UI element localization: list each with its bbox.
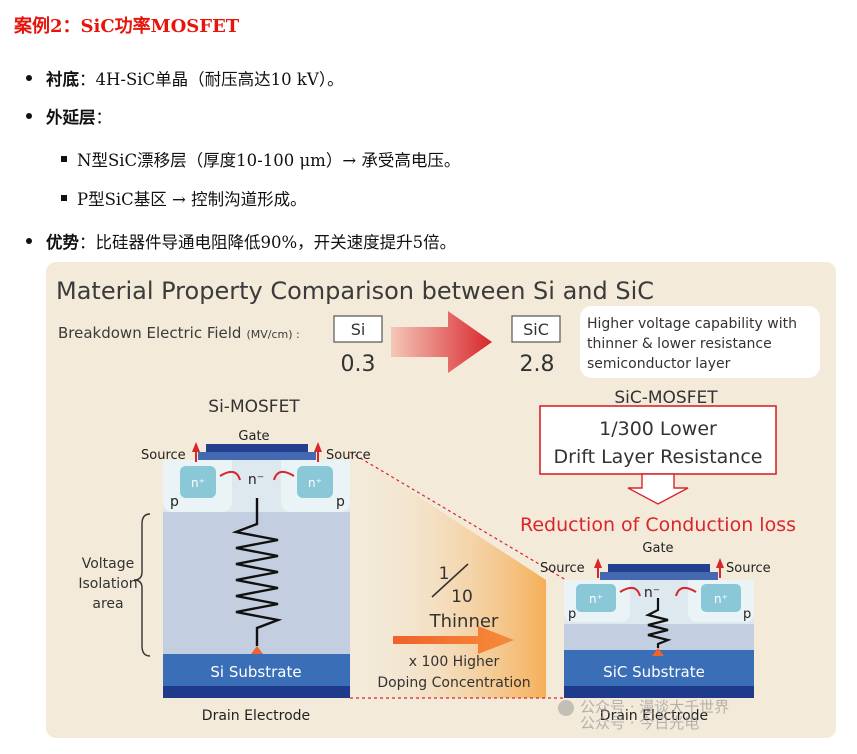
si-nminus-label: n⁻ (248, 472, 264, 488)
si-drift-resistor (231, 498, 283, 646)
doping-arrow (393, 626, 514, 654)
bullet-label: 优势 (46, 233, 79, 252)
bullet-dot (26, 238, 32, 244)
sub-bullet-square (61, 195, 67, 201)
sic-gate-label: Gate (642, 541, 673, 556)
si-gate-label: Gate (238, 429, 269, 444)
doping-line-1: x 100 Higher (409, 654, 500, 670)
breakdown-label-text: Breakdown Electric Field (58, 324, 241, 342)
si-source-right-label: Source (326, 448, 371, 463)
bullet-epi: 外延层： (46, 104, 112, 128)
bullet-label: 衬底 (46, 70, 79, 89)
bullet-dot (26, 75, 32, 81)
ratio-denominator: 10 (451, 587, 473, 607)
si-current-arrow-right (273, 470, 295, 481)
sic-p-right-label: p (743, 607, 751, 622)
si-source-arrow-right (314, 442, 322, 452)
thinner-label: Thinner (429, 611, 499, 632)
si-gate-oxide (198, 452, 316, 460)
sub-bullet-square (61, 156, 67, 162)
watermark-line-1: 公众号 · 漫谈大千世界 (580, 698, 729, 716)
breakdown-unit: (MV/cm) : (246, 328, 299, 341)
voltage-brace (133, 513, 151, 657)
si-mosfet-title: Si-MOSFET (208, 397, 300, 417)
sic-drift-resistor (644, 598, 672, 648)
sic-source-right-label: Source (726, 561, 771, 576)
si-nplus-right-label: n⁺ (308, 476, 322, 490)
si-substrate (163, 654, 350, 686)
figure-title: Material Property Comparison between Si … (56, 277, 654, 305)
watermark-logo (558, 700, 574, 716)
si-p-left-label: p (170, 494, 179, 510)
note-line-1: Higher voltage capability with (587, 316, 797, 332)
note-box (580, 306, 820, 378)
sic-substrate-label: SiC Substrate (603, 663, 705, 681)
voltage-label-3: area (92, 596, 123, 612)
bullet-dot (26, 113, 32, 119)
sic-nplus-right-label: n⁺ (714, 592, 728, 606)
si-drain-metal (163, 686, 350, 698)
si-source-left-label: Source (141, 448, 186, 463)
bullet-advantage: 优势：比硅器件导通电阻降低90%，开关速度提升5倍。 (46, 229, 456, 253)
si-drain-label: Drain Electrode (202, 708, 310, 724)
si-label-box (333, 315, 383, 343)
si-gate (206, 444, 308, 452)
sic-up-arrow (652, 648, 664, 656)
section-heading: 案例2：SiC功率MOSFET (14, 16, 240, 37)
sic-drain-label: Drain Electrode (600, 708, 708, 724)
sub-bullet-base: P型SiC基区 → 控制沟道形成。 (77, 190, 307, 209)
sic-mosfet-title: SiC-MOSFET (614, 388, 718, 408)
si-nplus-right (297, 466, 333, 498)
watermark-line-2: 公众号 · 今日光电 (580, 714, 699, 732)
sic-source-arrow-right (716, 558, 724, 568)
bullet-text: ：4H-SiC单晶（耐压高达10 kV）。 (79, 70, 344, 89)
sic-box-line-2: Drift Layer Resistance (554, 446, 763, 468)
sic-source-left-label: Source (540, 561, 585, 576)
sic-value: 2.8 (520, 352, 555, 377)
comparison-arrow (391, 311, 492, 373)
sic-label-box (511, 315, 561, 343)
si-current-arrow-left (219, 470, 241, 481)
ratio-numerator: 1 (439, 564, 450, 584)
si-p-right-label: p (336, 494, 345, 510)
sic-down-arrow (627, 473, 689, 505)
si-substrate-label: Si Substrate (210, 663, 301, 681)
sic-nminus-label: n⁻ (644, 585, 660, 601)
si-source-arrow-left (192, 442, 200, 452)
si-value: 0.3 (341, 352, 376, 377)
sic-gate-oxide (600, 572, 718, 580)
si-nplus-left-label: n⁺ (191, 476, 205, 490)
bullet-label: 外延层 (46, 108, 96, 127)
si-nplus-left (180, 466, 216, 498)
sic-box-line-1: 1/300 Lower (599, 418, 717, 440)
voltage-label-1: Voltage (82, 556, 135, 572)
sic-source-arrow-left (594, 558, 602, 568)
bullet-substrate: 衬底：4H-SiC单晶（耐压高达10 kV）。 (46, 66, 344, 90)
sic-nplus-left-label: n⁺ (589, 592, 603, 606)
si-label: Si (351, 320, 366, 339)
sic-drain-metal (564, 686, 754, 698)
ratio-slash (431, 563, 469, 598)
comparison-figure: Material Property Comparison between Si … (46, 262, 836, 738)
sic-nplus-right (701, 584, 741, 612)
bullet-text: ： (95, 108, 113, 127)
breakdown-label: Breakdown Electric Field (MV/cm) : (58, 324, 300, 342)
sic-current-arrow-left (619, 586, 641, 597)
sic-label: SiC (523, 320, 549, 339)
si-up-arrow (251, 646, 263, 654)
sic-p-left-label: p (568, 607, 576, 622)
sic-current-arrow-right (675, 586, 697, 597)
sub-bullet-drift: N型SiC漂移层（厚度10-100 μm）→ 承受高电压。 (77, 151, 461, 170)
sic-nplus-left (576, 584, 616, 612)
doping-line-2: Doping Concentration (377, 675, 530, 691)
sic-lower-resistance-box (539, 405, 777, 475)
voltage-label-2: Isolation (78, 576, 137, 592)
note-line-2: thinner & lower resistance (587, 336, 772, 352)
bullet-text: ：比硅器件导通电阻降低90%，开关速度提升5倍。 (79, 233, 457, 252)
reduction-label: Reduction of Conduction loss (520, 514, 796, 536)
sic-gate (608, 564, 710, 572)
note-line-3: semiconductor layer (587, 356, 731, 372)
